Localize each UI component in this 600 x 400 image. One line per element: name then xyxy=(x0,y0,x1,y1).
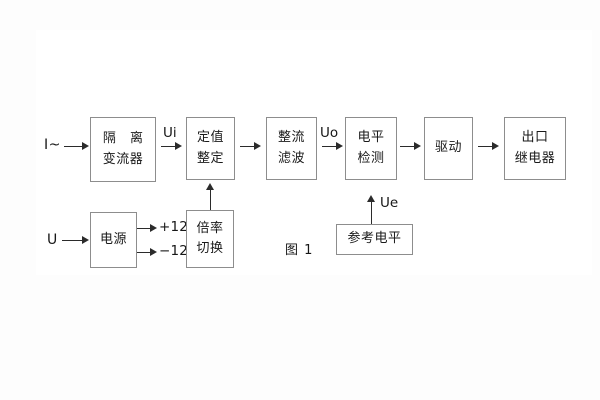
signal-label-uo: Uo xyxy=(320,125,339,141)
block-multiplier-switch-line2: 切换 xyxy=(196,241,224,256)
voltage-input-line xyxy=(62,240,86,241)
reference-to-level-arrow-icon xyxy=(367,195,375,202)
setting-to-rectify-line xyxy=(240,146,257,147)
signal-label-ue: Ue xyxy=(380,195,399,211)
block-reference-level-line1: 参考电平 xyxy=(347,231,402,247)
input-label-current: I~ xyxy=(44,137,61,153)
block-isolation-ct[interactable]: 隔 离 变流器 xyxy=(90,117,156,182)
figure-caption: 图 1 xyxy=(285,243,314,258)
rail-positive-line xyxy=(137,228,154,229)
uo-line xyxy=(322,146,339,147)
block-level-detect[interactable]: 电平 检测 xyxy=(345,117,397,180)
drive-to-relay-line xyxy=(478,146,495,147)
block-rectify-filter-line2: 滤波 xyxy=(277,150,305,166)
block-multiplier-switch[interactable]: 倍率 切换 xyxy=(186,210,234,268)
drive-to-relay-arrow-icon xyxy=(492,141,499,150)
block-level-detect-line2: 检测 xyxy=(357,150,385,166)
block-rectify-filter[interactable]: 整流 滤波 xyxy=(266,117,317,180)
rail-positive-arrow-icon xyxy=(150,223,157,232)
rail-negative-line xyxy=(137,252,154,253)
block-multiplier-switch-line1: 倍率 xyxy=(196,220,224,236)
block-output-relay-line2: 继电器 xyxy=(514,150,556,166)
block-output-relay[interactable]: 出口 继电器 xyxy=(504,117,566,180)
block-drive[interactable]: 驱动 xyxy=(424,117,473,180)
input-label-voltage: U xyxy=(47,232,58,248)
block-drive-line1: 驱动 xyxy=(434,140,462,156)
reference-to-level-line xyxy=(371,201,372,224)
block-power-supply[interactable]: 电源 xyxy=(90,212,137,268)
block-reference-level[interactable]: 参考电平 xyxy=(336,224,413,255)
block-rectify-filter-line1: 整流 xyxy=(277,130,305,146)
voltage-input-arrow-icon xyxy=(82,235,89,244)
block-level-detect-line1: 电平 xyxy=(357,130,385,146)
block-power-supply-line1: 电源 xyxy=(99,231,127,247)
block-setting-value-line1: 定值 xyxy=(196,130,224,146)
block-setting-value-line2: 整定 xyxy=(196,150,224,166)
setting-to-rectify-arrow-icon xyxy=(254,141,261,150)
block-isolation-ct-line2: 变流器 xyxy=(102,151,144,167)
multiplier-to-setting-line xyxy=(210,189,211,210)
current-input-line xyxy=(64,146,86,147)
level-to-drive-line xyxy=(400,146,417,147)
block-setting-value[interactable]: 定值 整定 xyxy=(186,117,235,180)
signal-label-ui: Ui xyxy=(163,125,177,141)
multiplier-to-setting-arrow-icon xyxy=(206,183,214,190)
block-isolation-ct-line1: 隔 离 xyxy=(102,131,149,147)
block-output-relay-line1: 出口 xyxy=(521,130,549,146)
current-input-arrow-icon xyxy=(82,141,89,150)
rail-negative-arrow-icon xyxy=(150,247,157,256)
level-to-drive-arrow-icon xyxy=(414,141,421,150)
uo-arrow-icon xyxy=(336,141,343,150)
ui-line xyxy=(161,146,178,147)
ui-arrow-icon xyxy=(175,141,182,150)
